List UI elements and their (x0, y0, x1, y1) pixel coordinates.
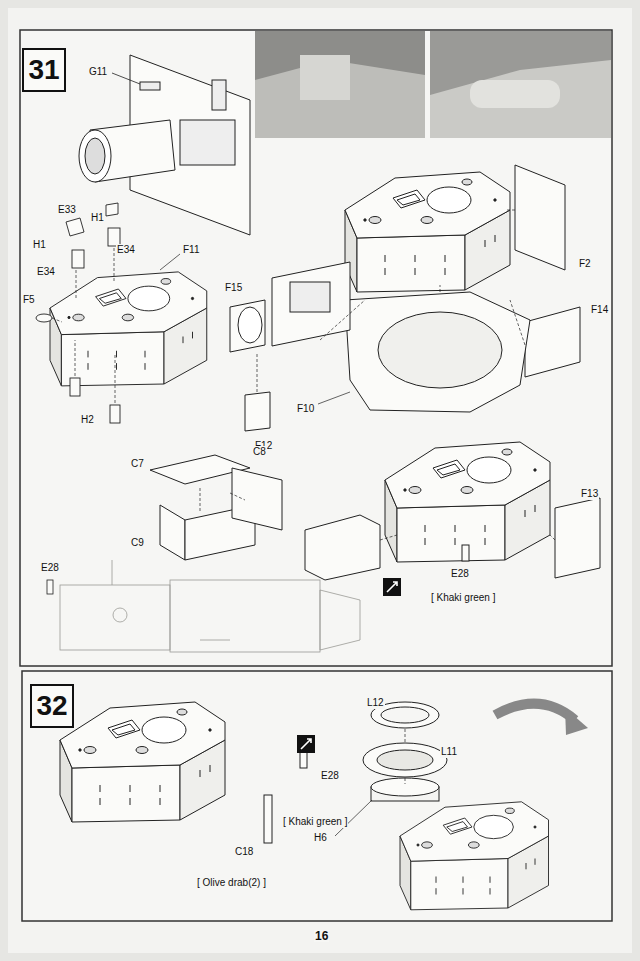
part-label: L11 (440, 746, 458, 758)
part-label: H1 (90, 212, 105, 224)
part-label: [ Olive drab(2) ] (196, 877, 267, 889)
part-label: F13 (580, 488, 599, 500)
part-label: F5 (22, 294, 36, 306)
part-label: H6 (313, 832, 328, 844)
part-label: [ Khaki green ] (282, 816, 348, 828)
step-number: 31 (28, 56, 59, 84)
part-label: H2 (80, 414, 95, 426)
part-label: G11 (88, 66, 108, 78)
part-label: E34 (116, 244, 136, 256)
part-label: C18 (234, 846, 254, 858)
step-number-box: 31 (22, 48, 66, 92)
page-number: 16 (314, 930, 329, 942)
part-label: F15 (224, 282, 243, 294)
part-label: F11 (182, 244, 201, 256)
step-number-box: 32 (30, 684, 74, 728)
part-label: E28 (450, 568, 470, 580)
part-label: E28 (40, 562, 60, 574)
part-label: C8 (252, 446, 267, 458)
part-label: [ Khaki green ] (430, 592, 496, 604)
step-number: 32 (36, 692, 67, 720)
part-label: H1 (32, 239, 47, 251)
part-label: E33 (57, 204, 77, 216)
part-label: C9 (130, 537, 145, 549)
part-label: E34 (36, 266, 56, 278)
part-label: L12 (366, 697, 385, 709)
part-label: F2 (578, 258, 592, 270)
part-label: F10 (296, 403, 315, 415)
part-label: E28 (320, 770, 340, 782)
part-label: F14 (590, 304, 609, 316)
part-label: C7 (130, 458, 145, 470)
